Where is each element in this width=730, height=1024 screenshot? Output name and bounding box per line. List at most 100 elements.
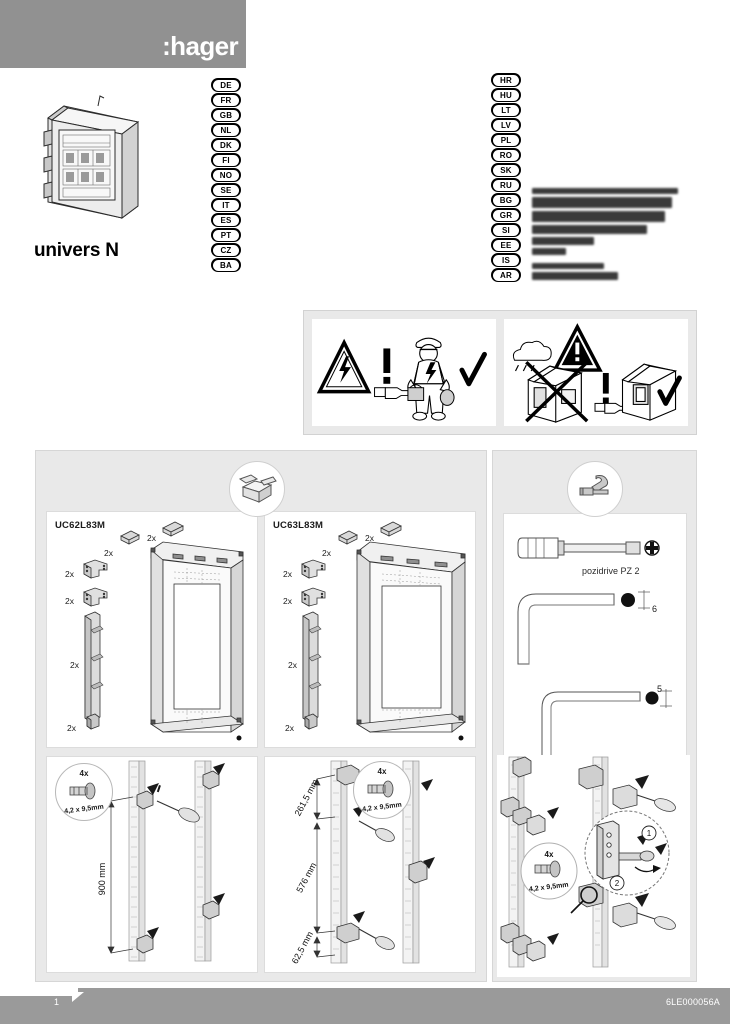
rain-cloud-icon: [512, 340, 552, 372]
language-pill-is: IS: [491, 253, 521, 267]
qty-clip-2: 2x: [285, 723, 294, 733]
rail-profile-part: [302, 611, 322, 723]
language-code-label: BA: [213, 259, 239, 271]
language-code-label: IT: [213, 199, 239, 211]
language-pill-cz: CZ: [211, 243, 241, 257]
screwdriver-tool: [517, 537, 641, 559]
language-pill-hr: HR: [491, 73, 521, 87]
scanned-text-block: [532, 188, 682, 280]
header-corner-notch: [232, 55, 246, 68]
language-code-label: CZ: [213, 244, 239, 256]
general-warning-triangle: [551, 323, 603, 372]
size-dimension-5: [660, 689, 672, 708]
qty-pin-angled-2: 2x: [365, 533, 374, 543]
part-number-2: UC63L83M: [273, 520, 324, 531]
install-card-900mm: 4x 4,2 x 9,5mm: [46, 756, 258, 973]
language-code-label: SK: [493, 164, 519, 176]
hex-key-size-6: 6: [652, 604, 658, 614]
bracket-lower-part: [83, 587, 108, 607]
safety-panel-environment: [504, 319, 688, 426]
language-pill-ar: AR: [491, 268, 521, 282]
pin-small-part: [120, 530, 140, 545]
language-pill-nl: NL: [211, 123, 241, 137]
lightning-bolt-icon: [425, 362, 437, 384]
parts-list-panel: UC62L83M 2x 2x 2x 2x 2x 2x 1x: [35, 450, 487, 982]
footer-tab: [0, 988, 78, 996]
language-pill-si: SI: [491, 223, 521, 237]
language-code-label: LV: [493, 119, 519, 131]
qty-pin-small-1: 2x: [104, 548, 113, 558]
hex-key-large: [517, 593, 615, 665]
clip-small-part: [304, 713, 318, 730]
hex-key-size-5: 5: [657, 684, 663, 694]
qty-bracket-upper-1: 2x: [65, 569, 74, 579]
bracket-upper-part: [83, 559, 108, 579]
glove: [439, 389, 455, 406]
bracket-lower-part: [301, 587, 326, 607]
language-pill-fr: FR: [211, 93, 241, 107]
language-pill-hu: HU: [491, 88, 521, 102]
exclamation-mark: [383, 348, 391, 384]
screw-qty-middle: 4x: [377, 767, 387, 776]
language-pill-it: IT: [211, 198, 241, 212]
language-code-label: SE: [213, 184, 239, 196]
hammer-head: [581, 487, 594, 496]
language-code-label: GR: [493, 209, 519, 221]
wrench-shape: [591, 475, 609, 493]
pin-angled-part: [380, 521, 402, 537]
pointing-hand-icon: [594, 402, 626, 414]
clip-small-part: [86, 713, 100, 730]
language-code-label: PL: [493, 134, 519, 146]
open-box-icon: [229, 461, 285, 517]
screwdriver-tool: [156, 800, 200, 823]
parts-kit-card-1: UC62L83M 2x 2x 2x 2x 2x 2x 1x: [46, 511, 258, 748]
bracket-install: [136, 770, 220, 954]
hex-profile-6: [621, 593, 635, 607]
dimension-text-900: 900 mm: [97, 863, 107, 896]
safety-instructions-panel: [303, 310, 697, 435]
frame-assembly-2: [355, 541, 467, 733]
language-pill-ru: RU: [491, 178, 521, 192]
insert-arrow: [547, 775, 649, 945]
hex-key-small: [541, 691, 641, 763]
safety-panel-electrical: [312, 319, 496, 426]
screwdriver-tool: [636, 794, 676, 930]
language-pill-lt: LT: [491, 103, 521, 117]
indoor-enclosure: [621, 363, 678, 421]
screw-callout-left: 4x 4,2 x 9,5mm: [55, 763, 113, 821]
cross-out-icon: [525, 360, 589, 423]
footer-band: [0, 988, 730, 1024]
language-code-label: SI: [493, 224, 519, 236]
bracket-mounted: [500, 756, 604, 956]
screw-callout-right: 4x 4,2 x 9,5mm: [520, 842, 578, 900]
electrical-hazard-triangle: [316, 338, 372, 394]
install-card-dimensions: 4x 4,2 x 9,5mm: [264, 756, 476, 973]
step-number-2: 2: [615, 879, 620, 888]
product-illustration: [42, 88, 152, 233]
product-title: univers N: [28, 238, 127, 265]
language-code-label: FI: [213, 154, 239, 166]
dimension-text-625: 62,5 mm: [290, 930, 315, 966]
language-pill-pt: PT: [211, 228, 241, 242]
hammer-handle: [592, 489, 609, 495]
svg-text:4x: 4x: [545, 850, 554, 859]
language-pill-ba: BA: [211, 258, 241, 272]
tool-bag: [407, 384, 425, 401]
hammer-wrench-icon: [567, 461, 623, 517]
language-pill-pl: PL: [491, 133, 521, 147]
language-pill-no: NO: [211, 168, 241, 182]
language-code-label: BG: [493, 194, 519, 206]
hager-logo: :hager: [162, 31, 238, 61]
language-code-label: DK: [213, 139, 239, 151]
mounting-rail: [128, 760, 212, 962]
mounting-rail: [330, 760, 420, 964]
dimension-lines: [313, 774, 336, 958]
step-number-1: 1: [647, 829, 652, 838]
language-pill-gb: GB: [211, 108, 241, 122]
language-code-label: RU: [493, 179, 519, 191]
bracket-loose: [526, 784, 638, 962]
qty-clip-1: 2x: [67, 723, 76, 733]
language-pill-se: SE: [211, 183, 241, 197]
language-pill-dk: DK: [211, 138, 241, 152]
